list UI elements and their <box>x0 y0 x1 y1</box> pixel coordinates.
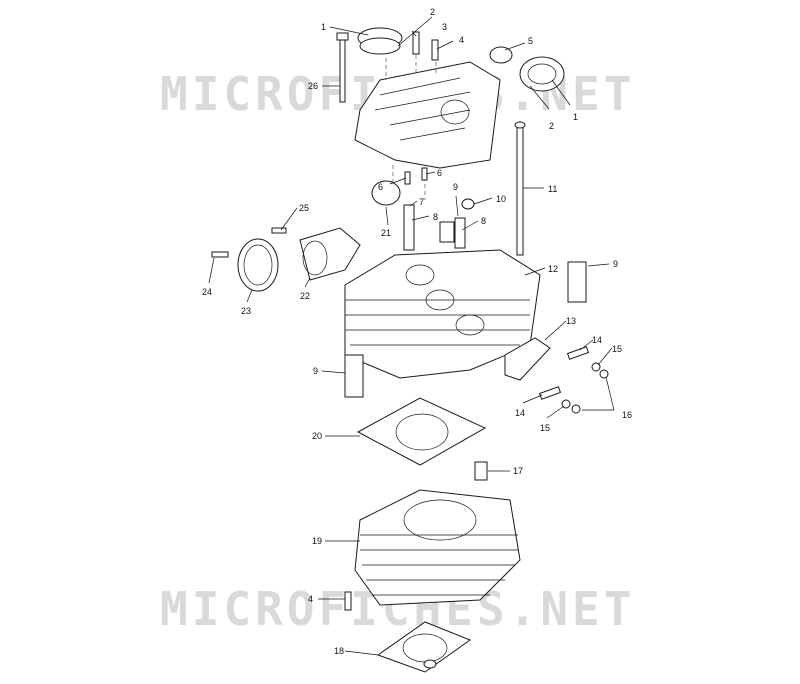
callout-15-upper: 15 <box>612 344 622 354</box>
callout-2-top: 2 <box>430 7 435 17</box>
callout-14-upper: 14 <box>592 335 602 345</box>
callout-7: 7 <box>419 197 424 207</box>
callout-9-top: 9 <box>453 182 458 192</box>
rocker-cover <box>336 27 565 206</box>
callout-22: 22 <box>300 291 310 301</box>
callout-12: 12 <box>548 264 558 274</box>
callout-1-right: 1 <box>573 112 578 122</box>
cylinder-head <box>344 249 609 414</box>
callout-3: 3 <box>442 22 447 32</box>
dowel-pin <box>474 461 488 481</box>
callout-1-top: 1 <box>321 22 326 32</box>
callout-15-lower: 15 <box>540 423 550 433</box>
callout-10: 10 <box>496 194 506 204</box>
callout-17: 17 <box>513 466 523 476</box>
callout-14-lower: 14 <box>515 408 525 418</box>
callout-23: 23 <box>241 306 251 316</box>
callout-6-right: 6 <box>437 168 442 178</box>
cylinder <box>354 489 521 606</box>
base-gasket <box>376 621 472 673</box>
pushrod <box>514 121 526 256</box>
intake-assembly <box>211 227 361 292</box>
bolt-lower <box>344 591 352 611</box>
callout-19: 19 <box>312 536 322 546</box>
tappets <box>403 198 475 251</box>
callout-8-left: 8 <box>433 212 438 222</box>
callout-20: 20 <box>312 431 322 441</box>
callout-24: 24 <box>202 287 212 297</box>
callout-6-left: 6 <box>378 182 383 192</box>
callout-16: 16 <box>622 410 632 420</box>
callout-13: 13 <box>566 316 576 326</box>
callout-5: 5 <box>528 36 533 46</box>
callout-2-right: 2 <box>549 121 554 131</box>
callout-4-top: 4 <box>459 35 464 45</box>
callout-26: 26 <box>308 81 318 91</box>
head-gasket <box>356 397 487 466</box>
callout-9-left: 9 <box>313 366 318 376</box>
callout-9-right: 9 <box>613 259 618 269</box>
callout-25: 25 <box>299 203 309 213</box>
callout-8-right: 8 <box>481 216 486 226</box>
callout-11: 11 <box>548 184 557 194</box>
callout-21: 21 <box>381 228 391 238</box>
callout-18: 18 <box>334 646 344 656</box>
leader-lines <box>208 16 615 656</box>
callout-4-lower: 4 <box>308 594 313 604</box>
callout-labels: 1 2 3 4 5 26 2 1 6 6 9 10 11 7 8 8 21 25… <box>202 7 632 656</box>
